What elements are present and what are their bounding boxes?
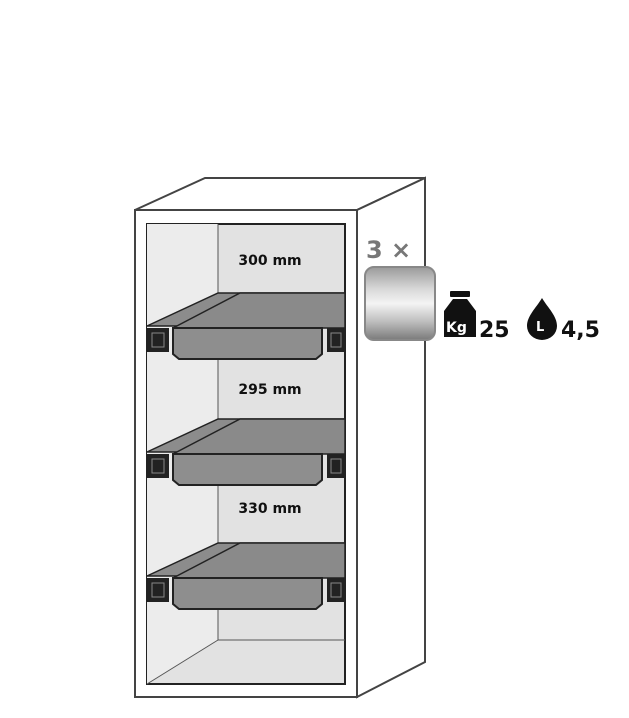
drop-icon: L [527, 298, 557, 340]
shelf-height-label: 295 mm [238, 382, 301, 398]
drawer-tray[interactable] [146, 292, 346, 360]
quantity-label: 3 × [366, 236, 411, 264]
specs: 3 × Kg 25 L 4,5 [364, 236, 600, 343]
svg-text:L: L [536, 320, 544, 335]
drawer-tray[interactable] [146, 418, 346, 486]
svg-text:Kg: Kg [446, 320, 467, 336]
tray-icon [364, 266, 436, 341]
drawer-tray[interactable] [146, 542, 346, 610]
shelf-height-label: 330 mm [238, 501, 301, 517]
volume-value: 4,5 [561, 318, 600, 343]
load-value: 25 [479, 318, 510, 343]
shelf-height-label: 300 mm [238, 253, 301, 269]
shelf-labels: 300 mm 295 mm 330 mm [238, 253, 301, 517]
weight-icon: Kg [444, 291, 476, 337]
